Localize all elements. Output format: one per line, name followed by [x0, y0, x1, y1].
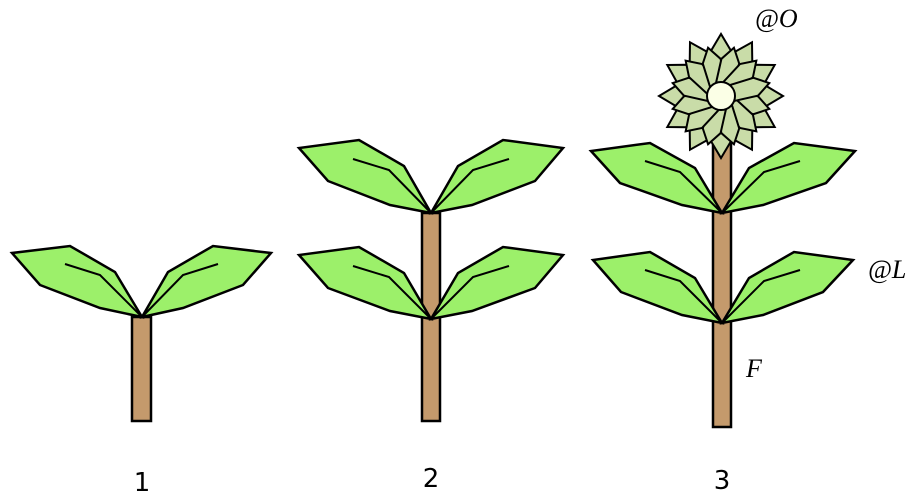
- plant-2: 2: [299, 140, 563, 494]
- plant-3-stem: [713, 128, 731, 427]
- plant-3-lower-leaf-right: [722, 252, 853, 323]
- plant-2-number: 2: [423, 464, 440, 494]
- plant-2-upper-leaf-right: [431, 140, 563, 213]
- plant-2-lower-leaf-left: [299, 247, 431, 319]
- plant-1-stem: [132, 317, 151, 421]
- plant-1-leaf-right: [142, 246, 271, 317]
- plant-2-lower-leaf-right: [431, 247, 563, 319]
- plant-1-number: 1: [134, 468, 151, 495]
- flower-label: @O: [755, 4, 798, 33]
- plant-3-upper-leaf-left: [591, 143, 722, 213]
- plant-1-leaf-left: [12, 246, 142, 317]
- flower-center: [707, 82, 735, 110]
- plant-3: 3: [591, 34, 855, 495]
- stem-label: F: [745, 354, 763, 383]
- plant-3-flower: [659, 34, 783, 158]
- plant-2-upper-leaf-left: [299, 140, 431, 213]
- plant-3-upper-leaf-right: [722, 143, 855, 213]
- plant-3-number: 3: [714, 466, 731, 495]
- plant-3-lower-leaf-left: [593, 252, 722, 323]
- leaf-label: @L: [868, 255, 906, 284]
- plant-1: 1: [12, 246, 271, 495]
